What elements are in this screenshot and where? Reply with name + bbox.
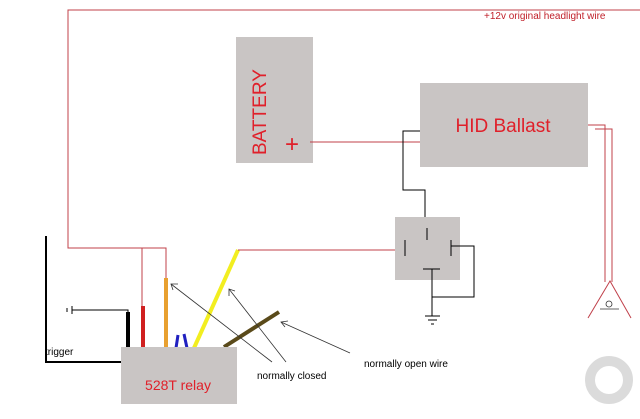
headlight-wire-label: +12v original headlight wire xyxy=(484,11,606,22)
relay-label: 528T relay xyxy=(145,377,211,393)
watermark-logo xyxy=(585,356,633,404)
relay-528t-box xyxy=(121,347,237,404)
blue-wire-1 xyxy=(174,334,180,349)
black-wire xyxy=(72,309,129,348)
headlight-bulb-icon xyxy=(600,300,619,310)
brown-wire xyxy=(222,310,281,349)
headlight-wire xyxy=(67,9,640,280)
annotation-arrows xyxy=(170,283,351,363)
blue-wire-2 xyxy=(182,333,189,349)
normally-open-label: normally open wire xyxy=(364,359,448,370)
battery-box xyxy=(236,37,313,163)
trigger-label: trigger xyxy=(45,347,74,358)
battery-label: BATTERY xyxy=(250,69,271,155)
hid-ballast-box xyxy=(420,83,588,167)
hid-ballast-label: HID Ballast xyxy=(455,116,551,137)
normally-closed-label: normally closed xyxy=(257,371,326,382)
battery-plus: + xyxy=(285,131,299,158)
relay-contacts xyxy=(404,228,475,325)
trigger-wire xyxy=(45,236,122,363)
headlight-wires xyxy=(587,124,632,319)
ballast-to-relay-wire xyxy=(402,130,426,228)
yellow-wire xyxy=(192,249,240,349)
